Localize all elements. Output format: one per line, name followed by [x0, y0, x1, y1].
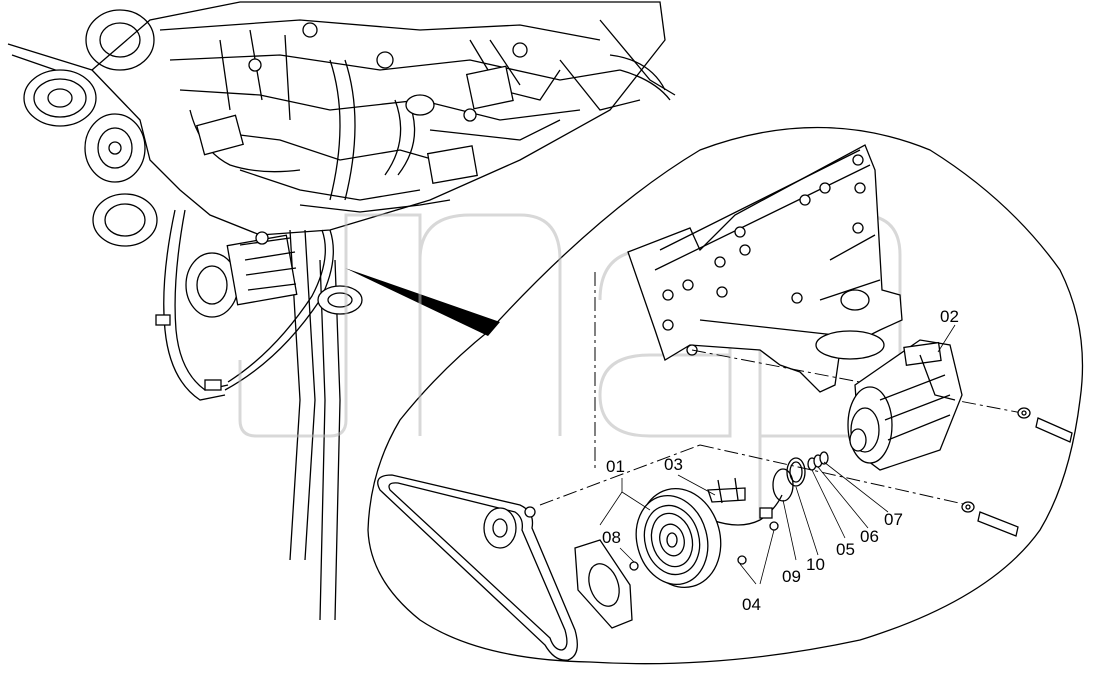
mount-bolt-lower [961, 501, 1019, 537]
callout-01: 01 [606, 457, 625, 476]
callout-06: 06 [860, 527, 879, 546]
mount-bolt-upper [1017, 407, 1073, 443]
clutch-pulley-part-01 [635, 487, 722, 589]
centerline-upper [691, 349, 1023, 414]
centerline-clutch [539, 444, 701, 506]
engine-block-outline [91, 1, 666, 236]
screws-part-04 [737, 521, 779, 565]
installed-compressor [185, 231, 298, 318]
callout-04: 04 [742, 595, 761, 614]
mounting-bracket [627, 144, 903, 393]
engine-assembly [7, 1, 676, 621]
detail-boundary [367, 126, 1084, 665]
callout-05: 05 [836, 540, 855, 559]
fan-hub [84, 113, 146, 183]
screw-part-08 [629, 561, 639, 571]
compressor-part-02 [847, 339, 963, 471]
clutch-front-plate [574, 539, 633, 629]
shim-ring-10 [786, 457, 806, 487]
detail-pointer-arrow [345, 268, 500, 336]
callout-03: 03 [664, 455, 683, 474]
washer-07 [819, 451, 829, 465]
callout-08: 08 [602, 528, 621, 547]
drive-belt [377, 474, 578, 661]
callout-09: 09 [782, 567, 801, 586]
callout-07: 07 [884, 510, 903, 529]
callout-labels: 01 02 03 04 05 06 07 08 09 10 [602, 307, 959, 614]
centerline-lower [699, 444, 969, 506]
bracket-part-03 [707, 477, 783, 526]
callout-02: 02 [940, 307, 959, 326]
crankshaft-pulley-detail [483, 506, 536, 549]
leader-lines [599, 324, 956, 585]
callout-10: 10 [806, 555, 825, 574]
